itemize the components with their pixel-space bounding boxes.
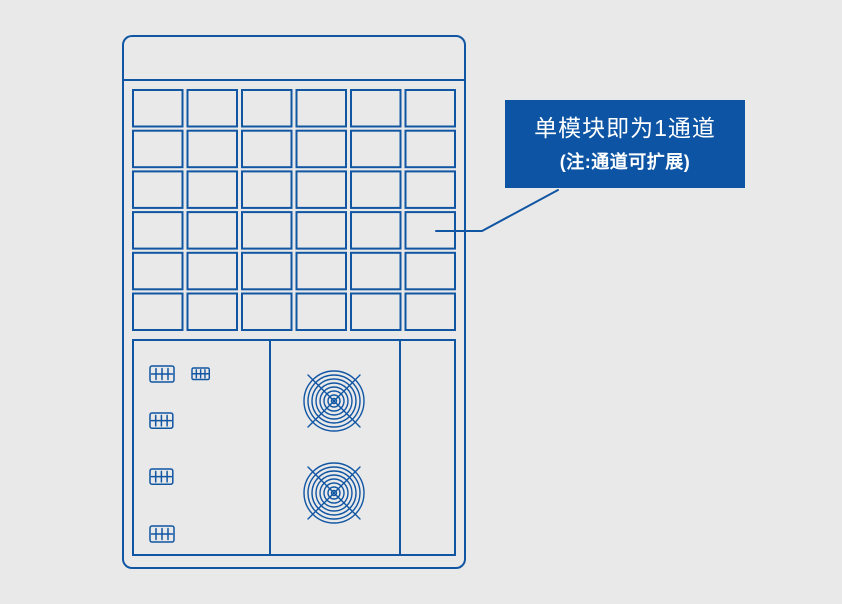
module-cell [295, 211, 347, 250]
module-cell [132, 211, 184, 250]
module-cell [132, 170, 184, 209]
module-cell [404, 292, 456, 331]
connector-icon [149, 412, 174, 429]
module-cell [186, 129, 238, 169]
module-cell [241, 129, 293, 169]
callout-line1: 单模块即为1通道 [534, 115, 716, 141]
fan-icon [303, 370, 365, 432]
connector-icon [149, 468, 174, 485]
connector-icon [191, 367, 210, 381]
module-cell [295, 292, 347, 331]
module-cell [186, 251, 238, 291]
module-cell [350, 170, 402, 209]
module-cell [241, 251, 293, 291]
module-cell [350, 251, 402, 291]
callout-leader-line [435, 189, 559, 232]
module-cell [350, 211, 402, 250]
module-cell [186, 211, 238, 250]
callout-text: 单模块即为1通道 (注:通道可扩展) [534, 115, 716, 172]
module-cell [295, 129, 347, 169]
module-cell [132, 292, 184, 331]
callout-line2: (注:通道可扩展) [560, 151, 690, 172]
callout: 单模块即为1通道 (注:通道可扩展) [505, 100, 745, 188]
lower-panel [132, 339, 456, 556]
module-cell [295, 170, 347, 209]
module-cell [241, 211, 293, 250]
module-cell [350, 292, 402, 331]
module-cell [404, 170, 456, 209]
module-cell [132, 129, 184, 169]
module-cell [186, 89, 238, 128]
module-cell [186, 292, 238, 331]
module-cell [132, 89, 184, 128]
module-cell [186, 170, 238, 209]
device-outline [122, 35, 466, 569]
module-cell [241, 292, 293, 331]
callout-box [505, 100, 745, 188]
module-cell [241, 89, 293, 128]
connector-icon [149, 525, 175, 543]
module-cell [241, 170, 293, 209]
module-cell [404, 89, 456, 128]
module-cell [350, 129, 402, 169]
module-cell [350, 89, 402, 128]
module-cell [404, 251, 456, 291]
diagram-strokes [122, 35, 559, 569]
fan-icon [303, 462, 365, 524]
module-grid [132, 89, 456, 331]
module-cell [295, 251, 347, 291]
module-cell [404, 129, 456, 169]
module-cell [295, 89, 347, 128]
module-cell [132, 251, 184, 291]
connector-icon [149, 365, 175, 383]
